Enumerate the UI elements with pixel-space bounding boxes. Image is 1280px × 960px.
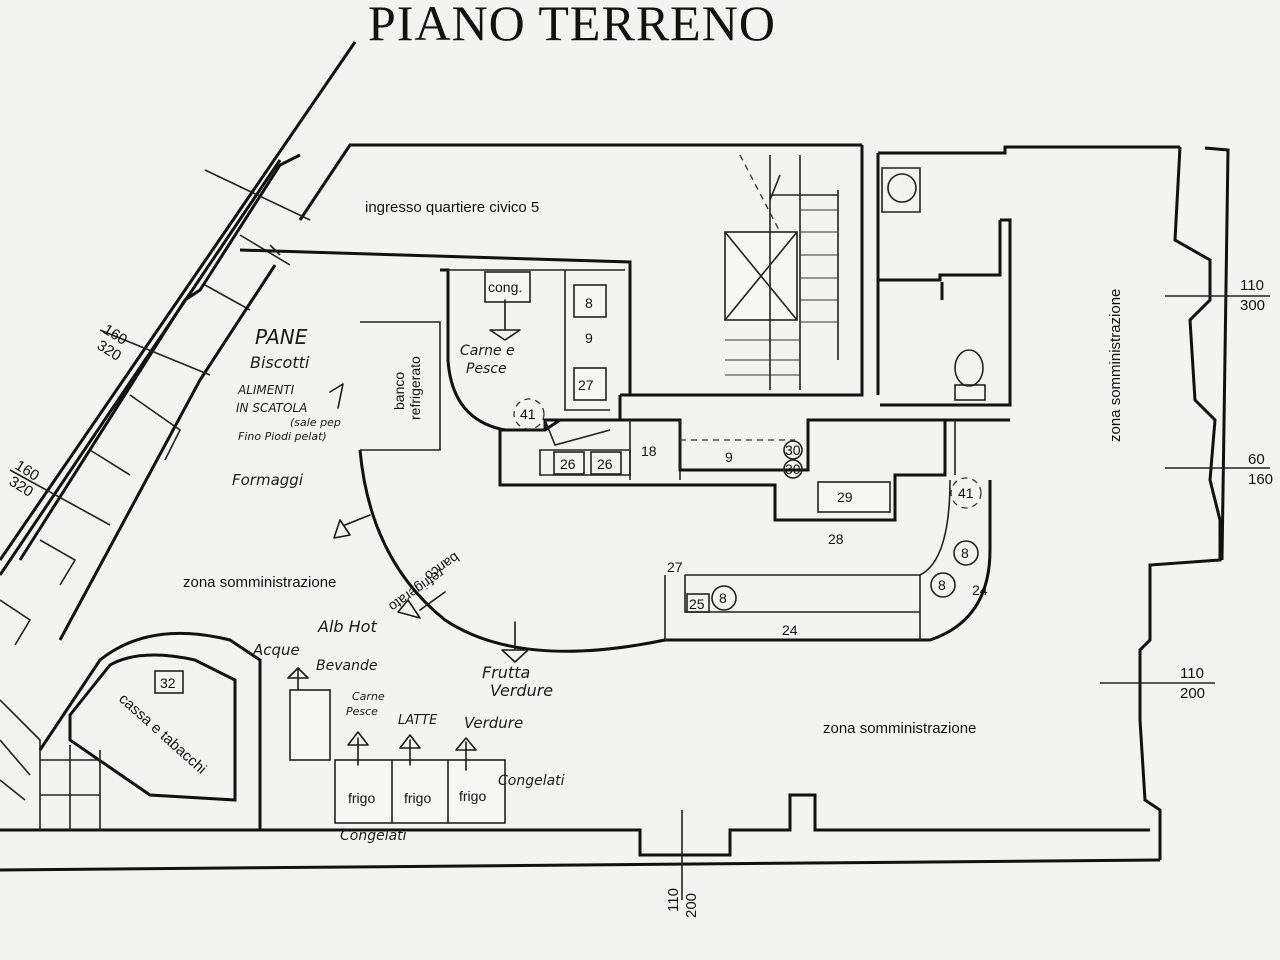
fixture-30a: 30 bbox=[785, 442, 801, 458]
fixture-8a: 8 bbox=[585, 295, 593, 311]
fixture-9a: 9 bbox=[585, 330, 593, 346]
dim-3-bot: 300 bbox=[1240, 297, 1265, 314]
note-pesce-4: Pesce bbox=[346, 705, 378, 718]
fixture-25: 25 bbox=[689, 596, 705, 612]
handwritten-notes: PANE Biscotti ALIMENTI IN SCATOLA (sale … bbox=[232, 299, 565, 844]
note-alimenti: ALIMENTI bbox=[237, 383, 295, 397]
fixture-26b: 26 bbox=[597, 456, 613, 472]
note-formaggi: Formaggi bbox=[232, 471, 304, 489]
fixture-26a: 26 bbox=[560, 456, 576, 472]
fixture-18: 18 bbox=[641, 443, 657, 459]
note-verdure-2: Verdure bbox=[464, 714, 523, 732]
note-pane: PANE bbox=[255, 325, 308, 349]
dimension-lines bbox=[9, 169, 1270, 900]
outer-walls bbox=[0, 41, 1230, 872]
fixture-30b: 30 bbox=[785, 461, 801, 477]
fixture-numbers: 8 9 27 41 26 26 18 9 30 30 29 28 41 8 8 … bbox=[154, 295, 988, 694]
dim-5-bot: 200 bbox=[1180, 685, 1205, 702]
fixture-8c: 8 bbox=[938, 577, 946, 593]
note-alb-hot: Alb Hot bbox=[317, 617, 377, 636]
fixture-24b: 24 bbox=[782, 622, 798, 638]
fixture-32: 32 bbox=[160, 675, 176, 691]
dim-4-top: 60 bbox=[1248, 451, 1265, 468]
label-cong: cong. bbox=[488, 279, 522, 295]
dim-4-bot: 160 bbox=[1248, 471, 1273, 488]
label-frigo-1: frigo bbox=[348, 790, 375, 806]
label-frigo-3: frigo bbox=[459, 788, 486, 804]
note-frutta: Frutta bbox=[482, 663, 530, 682]
note-acqua-2: Bevande bbox=[316, 658, 377, 674]
fixture-28: 28 bbox=[828, 531, 844, 547]
fixture-29: 29 bbox=[837, 489, 853, 505]
note-congelati-1: Congelati bbox=[498, 773, 565, 789]
plan-title: PIANO TERRENO bbox=[368, 0, 776, 51]
note-carne-pesce-1: Carne e bbox=[460, 343, 515, 359]
note-sale: (sale pep bbox=[290, 416, 341, 429]
room-labels: ingresso quartiere civico 5 zona sommini… bbox=[115, 199, 1124, 806]
dim-5-top: 110 bbox=[1180, 665, 1204, 682]
note-latte: LATTE bbox=[398, 713, 438, 728]
note-fino: Fino Piodi pelat) bbox=[238, 430, 327, 443]
label-zona-bottom: zona somministrazione bbox=[823, 720, 976, 737]
label-banco-top-2: refrigerato bbox=[407, 356, 423, 420]
dim-6-top: 110 bbox=[665, 888, 682, 912]
fixture-27b: 27 bbox=[667, 559, 683, 575]
label-zona-right: zona somministrazione bbox=[1107, 289, 1124, 442]
note-acqua-1: Acque bbox=[252, 641, 300, 659]
label-banco-curve-2: refrigerato bbox=[386, 566, 448, 616]
fixture-24a: 24 bbox=[972, 582, 988, 598]
note-carne-3: Carne bbox=[352, 690, 385, 703]
fixture-41a: 41 bbox=[520, 406, 536, 422]
fixture-41b: 41 bbox=[958, 485, 974, 501]
dim-6-bot: 200 bbox=[683, 893, 700, 918]
note-congelati-2: Congelati bbox=[340, 828, 407, 844]
note-scatola: IN SCATOLA bbox=[236, 401, 307, 415]
dimension-labels: 160 320 160 320 110 300 60 160 110 200 1… bbox=[6, 277, 1273, 918]
label-banco-top-1: banco bbox=[391, 372, 407, 410]
dim-3-top: 110 bbox=[1240, 277, 1264, 294]
interior-walls bbox=[0, 154, 1012, 830]
label-zona-left: zona somministrazione bbox=[183, 574, 336, 591]
fixture-27a: 27 bbox=[578, 377, 594, 393]
note-biscotti: Biscotti bbox=[250, 353, 310, 372]
label-cassa: cassa e tabacchi bbox=[115, 690, 209, 777]
label-frigo-2: frigo bbox=[404, 790, 431, 806]
note-carne-pesce-2: Pesce bbox=[466, 361, 507, 377]
fixture-8d: 8 bbox=[719, 590, 727, 606]
label-ingresso: ingresso quartiere civico 5 bbox=[365, 199, 539, 216]
fixture-9b: 9 bbox=[725, 449, 733, 465]
note-verdure: Verdure bbox=[490, 681, 553, 700]
fixture-8b: 8 bbox=[961, 545, 969, 561]
